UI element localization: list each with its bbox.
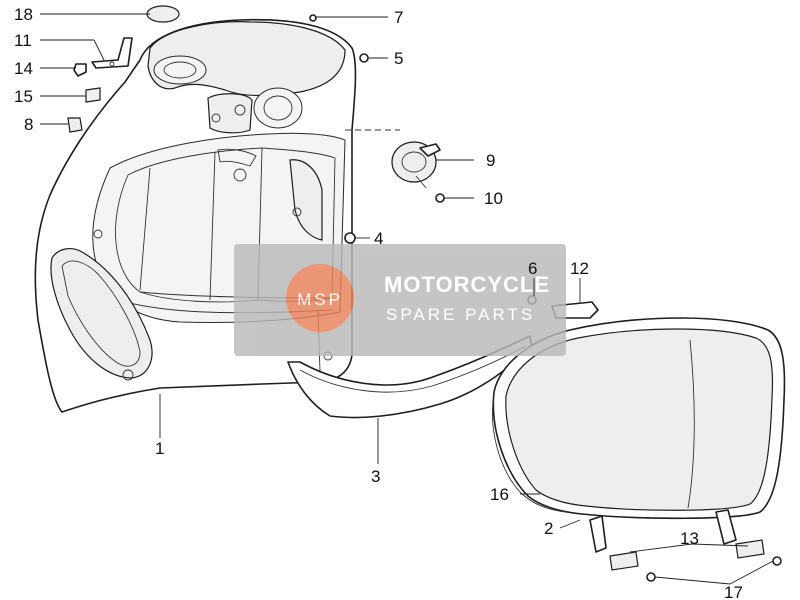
callout-9: 9 (486, 151, 495, 170)
part-18-cap (146, 5, 180, 23)
callout-7: 7 (394, 8, 403, 27)
callout-8: 8 (24, 115, 33, 134)
callout-3: 3 (371, 467, 380, 486)
part-10-screw (435, 193, 445, 203)
leader-lines (40, 13, 774, 585)
part-15-clip (85, 87, 101, 103)
part-14-spring-clip (73, 63, 87, 77)
callout-12: 12 (570, 259, 589, 278)
part-5-screw (359, 53, 369, 63)
callout-2: 2 (544, 519, 553, 538)
watermark-logo-icon (286, 264, 354, 332)
part-16-seal (492, 393, 567, 513)
part-11-bracket (91, 37, 133, 69)
callout-6: 6 (528, 259, 537, 278)
callout-16: 16 (490, 485, 509, 504)
front-shield-body (34, 18, 357, 413)
callout-17: 17 (724, 583, 743, 600)
watermark-panel (234, 244, 566, 356)
callout-15: 15 (14, 87, 33, 106)
part-9-lock (391, 141, 441, 189)
part-7-screw (309, 14, 317, 22)
watermark-logo-text: MSP (297, 290, 343, 309)
callout-labels: 18 11 14 15 8 7 5 9 10 4 6 12 1 3 16 2 1… (14, 5, 743, 600)
callout-18: 18 (14, 5, 33, 24)
part-2-glovebox-door (492, 317, 786, 520)
watermark-title: MOTORCYCLE (384, 272, 550, 297)
callout-5: 5 (394, 49, 403, 68)
part-4-grommet (344, 232, 356, 244)
watermark-subtitle: SPARE PARTS (386, 305, 535, 324)
watermark: MSP MOTORCYCLE SPARE PARTS (234, 244, 566, 356)
callout-14: 14 (14, 59, 33, 78)
callout-10: 10 (484, 189, 503, 208)
part-8-clip (67, 117, 83, 133)
part-13-hinge-plates (589, 509, 765, 571)
callout-4: 4 (374, 229, 383, 248)
callout-13: 13 (680, 529, 699, 548)
part-17-screws (646, 556, 782, 582)
callout-11: 11 (14, 31, 32, 50)
callout-1: 1 (155, 439, 164, 458)
